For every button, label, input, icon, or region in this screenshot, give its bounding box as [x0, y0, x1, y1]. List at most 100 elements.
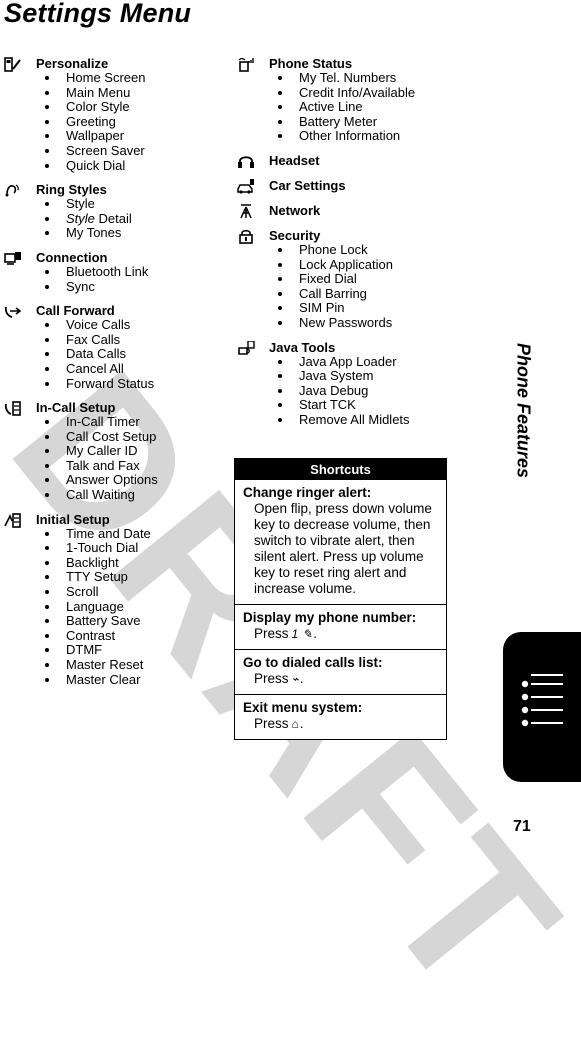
menu-item-voice-calls: Voice Calls [36, 318, 229, 333]
shortcut-block: Exit menu system:Press⌂. [235, 694, 446, 739]
menu-section-title: Security [269, 227, 321, 243]
menu-item-in-call-timer: In-Call Timer [36, 414, 229, 430]
menu-item-sync: Sync [36, 279, 229, 295]
menu-item-data-calls: Data Calls [36, 347, 229, 362]
security-icon [237, 229, 255, 244]
chapter-tab [503, 632, 581, 782]
menu-item-style: Style [36, 197, 229, 212]
ring-styles-icon [4, 183, 22, 198]
menu-item-lock-application: Lock Application [269, 257, 452, 273]
menu-item-start-tck: Start TCK [269, 398, 452, 413]
shortcut-instruction: Press [254, 626, 289, 641]
menu-item-forward-status: Forward Status [36, 376, 229, 392]
java-tools-icon [237, 339, 255, 356]
menu-item-time-and-date: Time and Date [36, 526, 229, 542]
menu-section-title: Network [269, 202, 321, 218]
menu-item-battery-meter: Battery Meter [269, 114, 452, 130]
menu-item-java-system: Java System [269, 369, 452, 384]
shortcut-suffix: . [313, 626, 318, 641]
menu-section-headset: Headset [237, 153, 452, 168]
key-glyph-icon: ⌂ [291, 717, 299, 731]
menu-item-answer-options: Answer Options [36, 473, 229, 488]
menu-item-backlight: Backlight [36, 555, 229, 571]
menu-section-car-settings: Car Settings [237, 177, 452, 194]
menu-item-language: Language [36, 599, 229, 615]
menu-item-java-app-loader: Java App Loader [269, 354, 452, 370]
menu-item-contrast: Contrast [36, 628, 229, 644]
menu-item-style-detail: Style Detail [36, 211, 229, 227]
menu-item-bluetooth-link: Bluetooth Link [36, 264, 229, 280]
menu-item-battery-save: Battery Save [36, 614, 229, 629]
menu-item-active-line: Active Line [269, 100, 452, 115]
menu-section-title: Initial Setup [36, 511, 110, 527]
personalize-icon [4, 57, 22, 72]
menu-item-cancel-all: Cancel All [36, 361, 229, 377]
page-number: 71 [513, 818, 531, 835]
shortcuts-header: Shortcuts [235, 459, 446, 480]
menu-item-fax-calls: Fax Calls [36, 332, 229, 348]
initial-setup-icon [4, 512, 22, 528]
menu-item-other-information: Other Information [269, 129, 452, 144]
shortcut-suffix: . [299, 716, 304, 731]
menu-item-scroll: Scroll [36, 584, 229, 600]
menu-item-new-passwords: New Passwords [269, 315, 452, 331]
shortcut-block: Go to dialed calls list:Press⌁. [235, 649, 446, 694]
menu-section-title: Ring Styles [36, 182, 107, 198]
menu-item-credit-info-available: Credit Info/Available [269, 85, 452, 101]
shortcut-instruction: Press [254, 716, 289, 731]
shortcut-text: Open flip, press down volume key to decr… [243, 501, 438, 597]
menu-item-master-clear: Master Clear [36, 672, 229, 688]
phone-status-icon [237, 57, 255, 72]
key-glyph-icon: ⌁ [291, 672, 299, 686]
menu-section-title: Connection [36, 249, 108, 265]
menu-item-main-menu: Main Menu [36, 85, 229, 101]
menu-section-title: Car Settings [269, 177, 346, 193]
menu-item-call-waiting: Call Waiting [36, 487, 229, 503]
menu-item-screen-saver: Screen Saver [36, 143, 229, 159]
menu-item-greeting: Greeting [36, 114, 229, 130]
menu-item-talk-and-fax: Talk and Fax [36, 458, 229, 474]
menu-section-title: Call Forward [36, 303, 115, 319]
shortcut-title: Go to dialed calls list: [243, 655, 383, 670]
menu-item-home-screen: Home Screen [36, 70, 229, 86]
menu-item-dtmf: DTMF [36, 643, 229, 658]
page-title: Settings Menu [4, 0, 192, 28]
key-glyph-icon: 1 [291, 627, 299, 641]
shortcut-title: Change ringer alert: [243, 485, 372, 500]
menu-item-my-caller-id: My Caller ID [36, 444, 229, 459]
menu-section-network: Network [237, 202, 452, 219]
menu-item-phone-lock: Phone Lock [269, 242, 452, 258]
menu-item-wallpaper: Wallpaper [36, 129, 229, 144]
network-icon [237, 204, 255, 219]
in-call-setup-icon [4, 401, 22, 416]
menu-section-title: In-Call Setup [36, 400, 116, 416]
headset-icon [237, 154, 255, 169]
menu-item-tty-setup: TTY Setup [36, 570, 229, 585]
shortcut-instruction: Press [254, 671, 289, 686]
menu-item-fixed-dial: Fixed Dial [269, 272, 452, 287]
menu-item-master-reset: Master Reset [36, 657, 229, 673]
menu-item-remove-all-midlets: Remove All Midlets [269, 412, 452, 428]
shortcut-suffix: . [299, 671, 304, 686]
menu-item-my-tones: My Tones [36, 226, 229, 241]
shortcut-instruction: Open flip, press down volume key to decr… [254, 501, 432, 596]
shortcut-block: Change ringer alert:Open flip, press dow… [235, 480, 446, 604]
